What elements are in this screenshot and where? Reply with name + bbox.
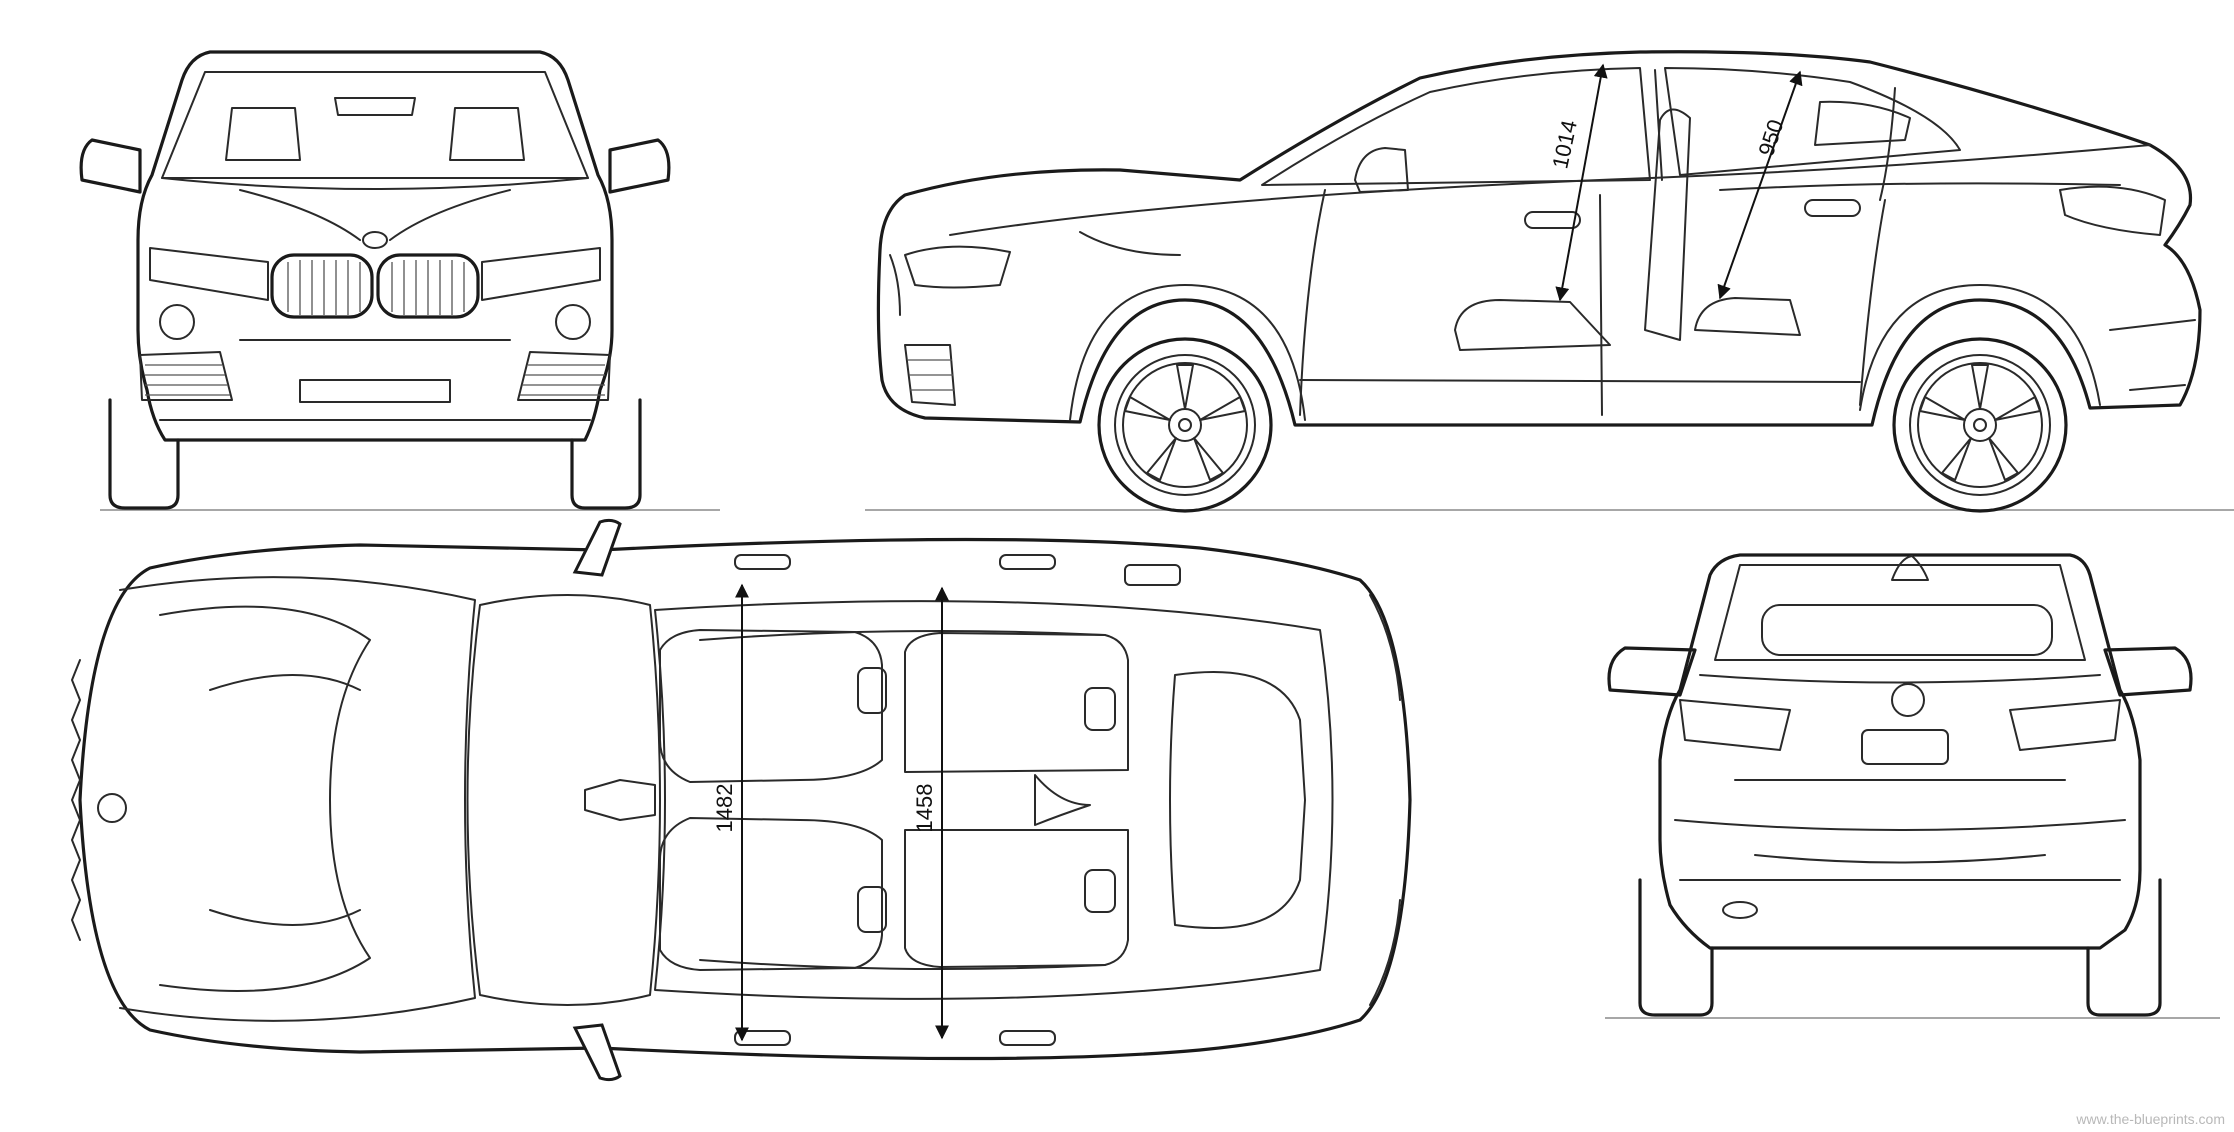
- width-dimensions: 1482 1458: [712, 583, 949, 1042]
- front-headroom-label: 1014: [1547, 118, 1582, 171]
- rear-headroom-label: 950: [1753, 116, 1788, 159]
- front-view: [79, 50, 720, 511]
- headroom-dimensions: 1014 950: [1547, 63, 1803, 302]
- top-view: [71, 518, 1412, 1082]
- side-view: [865, 50, 2234, 513]
- rear-view: [1605, 553, 2220, 1019]
- rear-width-label: 1458: [912, 784, 937, 833]
- watermark: www.the-blueprints.com: [2075, 1111, 2225, 1127]
- front-width-label: 1482: [712, 784, 737, 833]
